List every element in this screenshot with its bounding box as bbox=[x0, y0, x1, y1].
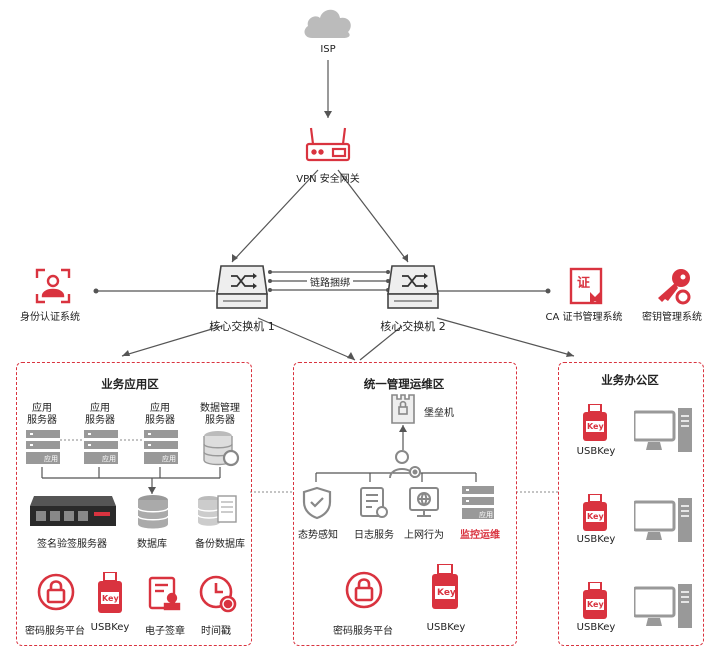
desktop-computer-icon bbox=[634, 584, 694, 630]
signing-server-icon bbox=[30, 494, 116, 530]
zone-business-office bbox=[558, 362, 704, 646]
bastion-icon bbox=[390, 393, 416, 425]
usbkey-label: USBKey bbox=[576, 622, 616, 633]
usbkey-label: USBKey bbox=[90, 622, 130, 633]
usbkey-icon-text: Key bbox=[102, 594, 119, 603]
backup-database-icon bbox=[196, 492, 240, 530]
usbkey-icon: Key bbox=[582, 404, 608, 442]
online-behavior-label: 上网行为 bbox=[404, 530, 444, 541]
e-seal-icon bbox=[148, 576, 182, 612]
admin-user-icon bbox=[388, 448, 424, 480]
link-bonding-label: 链路捆绑 bbox=[307, 274, 353, 289]
desktop-computer-icon bbox=[634, 408, 694, 454]
server-rack-icon: 应用 bbox=[84, 430, 118, 466]
usbkey-icon-text: Key bbox=[587, 600, 604, 609]
usbkey-icon: Key bbox=[96, 572, 124, 614]
server-label: 应用 服务器 bbox=[27, 403, 57, 426]
usbkey-icon: Key bbox=[582, 494, 608, 532]
certificate-icon-text: 证 bbox=[577, 276, 591, 291]
zone-unified-management bbox=[293, 362, 517, 646]
server-rack-icon: 应用 bbox=[26, 430, 60, 466]
core-switch-2-label: 核心交换机 2 bbox=[380, 320, 446, 333]
server-label: 应用 服务器 bbox=[145, 403, 175, 426]
usbkey-label: USBKey bbox=[426, 622, 466, 633]
isp-label: ISP bbox=[320, 44, 336, 55]
desktop-computer-icon bbox=[634, 498, 694, 544]
database-gear-icon bbox=[202, 430, 240, 468]
zone-ops-title: 统一管理运维区 bbox=[363, 377, 445, 391]
server-tag: 应用 bbox=[162, 455, 176, 463]
signing-server-label: 签名验签服务器 bbox=[37, 539, 107, 550]
key-gear-icon bbox=[654, 268, 694, 306]
usbkey-icon-text: Key bbox=[587, 422, 604, 431]
backup-db-label: 备份数据库 bbox=[195, 539, 245, 550]
monitor-web-icon bbox=[408, 486, 440, 520]
vpn-gateway-label: VPN 安全网关 bbox=[296, 174, 360, 185]
server-rack-icon: 应用 bbox=[144, 430, 178, 466]
switch-icon bbox=[215, 264, 269, 314]
server-label: 数据管理 服务器 bbox=[200, 403, 240, 426]
database-icon bbox=[136, 494, 170, 530]
server-tag: 应用 bbox=[102, 455, 116, 463]
certificate-icon: 证 bbox=[568, 266, 606, 306]
server-tag: 应用 bbox=[44, 455, 58, 463]
usbkey-icon: Key bbox=[430, 564, 460, 610]
log-document-icon bbox=[358, 486, 390, 520]
usbkey-label: USBKey bbox=[576, 446, 616, 457]
identity-icon bbox=[33, 266, 73, 306]
situation-awareness-label: 态势感知 bbox=[298, 530, 338, 541]
key-mgmt-label: 密钥管理系统 bbox=[642, 312, 702, 323]
zone-app-title: 业务应用区 bbox=[101, 377, 159, 391]
e-seal-label: 电子签章 bbox=[145, 626, 185, 637]
usbkey-icon: Key bbox=[582, 582, 608, 620]
database-label: 数据库 bbox=[137, 539, 167, 550]
bastion-label: 堡垒机 bbox=[424, 408, 454, 419]
clock-icon bbox=[198, 574, 238, 614]
monitor-ops-label: 监控运维 bbox=[460, 530, 500, 541]
usbkey-label: USBKey bbox=[576, 534, 616, 545]
zone-business-application bbox=[16, 362, 252, 646]
ca-system-label: CA 证书管理系统 bbox=[545, 312, 623, 323]
usbkey-icon-text: Key bbox=[587, 512, 604, 521]
switch-icon bbox=[386, 264, 440, 314]
crypto-platform-label: 密码服务平台 bbox=[333, 626, 393, 637]
server-tag: 应用 bbox=[479, 511, 493, 519]
identity-auth-label: 身份认证系统 bbox=[20, 312, 80, 323]
shield-check-icon bbox=[302, 486, 332, 520]
usbkey-icon-text: Key bbox=[437, 588, 456, 598]
timestamp-label: 时间戳 bbox=[201, 626, 231, 637]
crypto-lock-icon bbox=[344, 570, 384, 610]
log-service-label: 日志服务 bbox=[354, 530, 394, 541]
crypto-platform-label: 密码服务平台 bbox=[25, 626, 85, 637]
server-rack-icon: 应用 bbox=[462, 486, 494, 520]
server-label: 应用 服务器 bbox=[85, 403, 115, 426]
router-icon bbox=[303, 124, 353, 166]
crypto-lock-icon bbox=[36, 572, 76, 612]
cloud-icon bbox=[302, 4, 354, 40]
zone-office-title: 业务办公区 bbox=[601, 373, 659, 387]
core-switch-1-label: 核心交换机 1 bbox=[209, 320, 275, 333]
